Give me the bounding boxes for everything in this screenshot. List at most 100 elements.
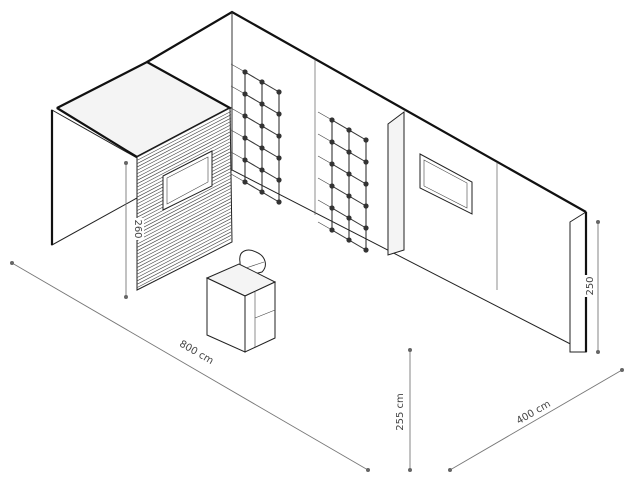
shelf-connector [363,203,369,209]
shelf-depth [317,177,333,187]
shelf-connector [329,139,335,145]
shelf-connector [346,237,352,243]
shelf-depth [230,151,246,161]
shelf-depth [351,241,367,251]
shelf-connector [259,145,265,151]
cabin-slat [136,218,232,268]
cabin-slat [136,198,232,248]
shelf-depth [264,83,280,93]
shelf-depth [317,155,333,165]
cube-shelf-right [317,111,369,253]
cabin-slat [136,231,232,282]
cabin-window-inner [166,156,209,205]
counter-side [244,281,276,353]
shelf-connector [276,155,282,161]
shelf-depth [247,117,263,127]
cabin-slat [136,178,232,228]
shelf-depth [247,183,263,193]
shelf-connector [346,171,352,177]
dim-endpoint [10,261,14,265]
chair-seat [245,261,265,269]
cabin-slat [136,131,232,181]
label-floor-height: 255 cm [395,393,406,431]
shelf-depth [317,221,333,231]
cabin-slat [136,127,232,178]
dim-endpoint [124,161,128,165]
shelf-depth [264,105,280,115]
label-wall-height: 250 [585,276,596,295]
shelf-connector [346,127,352,133]
dim-endpoint [366,468,370,472]
shelf-connector [363,225,369,231]
shelf-depth [247,73,263,83]
cube-shelf-left [230,63,282,205]
partition-column [387,111,405,256]
cabin-slat [136,228,232,278]
wall-screen-inner [423,159,468,209]
dim-line-depth [449,369,623,471]
shelf-connector [259,167,265,173]
shelf-connector [259,101,265,107]
shelf-connector [242,69,248,75]
shelf-connector [329,117,335,123]
cabin-slat [136,194,232,245]
shelf-connector [363,181,369,187]
cabin-slat [136,201,232,252]
shelf-connector [346,215,352,221]
shelf-depth [230,63,246,73]
shelf-connector [363,137,369,143]
label-depth: 400 cm [515,399,553,427]
shelf-depth [230,129,246,139]
shelf-connector [276,199,282,205]
dim-line-length [11,262,369,471]
shelf-connector [329,205,335,211]
shelf-depth [317,199,333,209]
shelf-connector [276,133,282,139]
cabin-slat [136,204,232,255]
cabin-slat [136,111,232,161]
cabin-slat [136,238,232,288]
cabin-slat [136,124,232,175]
right-end-panel [569,211,587,353]
dim-endpoint [596,350,600,354]
shelf-connector [242,157,248,163]
shelf-depth [230,85,246,95]
cabin-slat [136,137,232,188]
shelf-depth [247,95,263,105]
dim-endpoint [408,468,412,472]
shelf-connector [259,123,265,129]
cabin-slat [136,221,232,272]
shelf-connector [259,79,265,85]
shelf-depth [334,165,350,175]
cabin-slat [136,114,232,164]
shelf-depth [247,139,263,149]
cabin-slat [136,117,232,168]
shelf-connector [276,89,282,95]
shelf-depth [264,193,280,203]
label-booth-height: 260 [132,219,143,238]
dim-endpoint [620,368,624,372]
shelf-depth [334,209,350,219]
cabin-slat [136,121,232,171]
shelf-connector [242,179,248,185]
shelf-depth [317,111,333,121]
shelf-depth [317,133,333,143]
dim-endpoint [408,348,412,352]
shelf-depth [264,171,280,181]
cabin-window [162,150,213,211]
shelf-connector [242,91,248,97]
dim-endpoint [448,468,452,472]
shelf-connector [276,177,282,183]
shelf-connector [329,227,335,233]
cabin-slat [136,235,232,285]
cabin-slat [136,134,232,185]
shelf-depth [351,175,367,185]
shelf-depth [334,231,350,241]
shelf-depth [247,161,263,171]
shelf-depth [351,153,367,163]
dim-endpoint [124,295,128,299]
shelf-depth [351,197,367,207]
shelf-depth [351,219,367,229]
cabin-slat [136,184,232,235]
